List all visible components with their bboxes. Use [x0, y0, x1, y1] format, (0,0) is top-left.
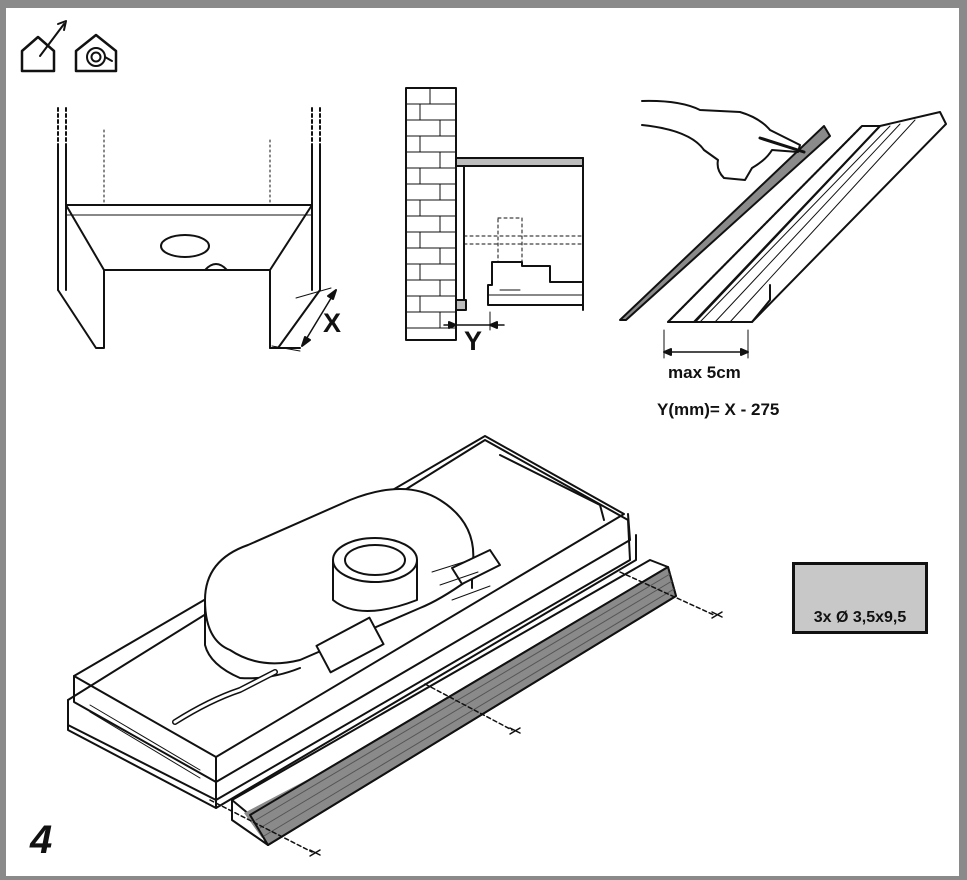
- screw-spec-box: 3x Ø 3,5x9,5: [792, 562, 928, 634]
- hood-unit-drawing: [67, 435, 723, 857]
- wall-section-drawing: [405, 87, 584, 341]
- dimension-x-label: X: [323, 308, 342, 338]
- hand-cutting-strip-drawing: [619, 99, 947, 359]
- max-distance-label: max 5cm: [668, 363, 741, 382]
- house-with-recirculation-icon: [74, 33, 118, 73]
- dimension-y-label: Y: [464, 326, 483, 356]
- formula-label: Y(mm)= X - 275: [657, 400, 780, 419]
- screw-spec-text: 3x Ø 3,5x9,5: [813, 609, 907, 626]
- cabinet-cutaway-drawing: [57, 107, 337, 352]
- step-number: 4: [30, 818, 53, 862]
- house-with-outlet-arrow-icon: [20, 20, 67, 73]
